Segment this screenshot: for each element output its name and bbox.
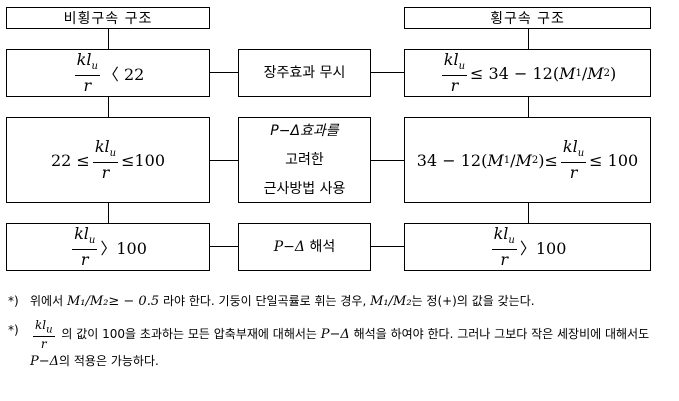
left-row3-box: klu r 〉100 [6,223,210,271]
connector-left-1-2 [108,96,109,118]
connector-row2-right [371,160,404,161]
header-unbraced-label: 비횡구속 구조 [63,11,153,27]
connector-row2-left [210,160,238,161]
left-row2-formula: 22 ≤ klu r ≤100 [50,137,166,182]
slenderness-fraction: klu r [560,137,587,182]
connector-row3-left [210,246,238,247]
middle-row3-label: P−Δ 해석 [273,238,336,255]
connector-left-header [108,28,109,50]
slenderness-fraction: klu r [92,137,119,182]
middle-row2-line3: 근사방법 사용 [263,180,346,197]
footnote-2-marker: *) [8,323,19,337]
header-braced-label: 횡구속 구조 [490,11,565,27]
left-row1-relation: 〈 22 [102,65,145,84]
connector-right-header [528,28,529,50]
slenderness-fraction: klu r [74,50,100,95]
footnote-1-marker: *) [8,294,19,308]
middle-row1-label: 장주효과 무시 [263,64,346,81]
middle-row3-box: P−Δ 해석 [238,223,371,271]
connector-row3-right [371,246,404,247]
slenderness-fraction: klu r [491,224,517,269]
footnotes: *) 위에서 M₁/M₂≥ − 0.5 라야 한다. 기둥이 단일곡률로 휘는 … [8,290,672,373]
connector-right-2-3 [528,202,529,224]
right-row3-box: klu r 〉100 [404,223,651,271]
header-braced: 횡구속 구조 [404,7,651,29]
left-row1-box: klu r 〈 22 [6,49,210,97]
middle-row1-box: 장주효과 무시 [238,49,371,97]
header-unbraced: 비횡구속 구조 [6,7,210,29]
left-row1-formula: klu r 〈 22 [72,50,145,95]
connector-left-2-3 [108,202,109,224]
moment-ratio-condition: M₁/M₂≥ − 0.5 [66,294,160,309]
middle-row2-line2: 고려한 [285,151,324,168]
slenderness-fraction: klu r [441,50,468,95]
connector-row1-left [210,72,238,73]
middle-row2-box: P−Δ효과를 고려한 근사방법 사용 [238,117,371,203]
footnote-2: *) klu r 의 값이 100을 초과하는 모든 압축부재에 대해서는 P−… [8,318,650,370]
connector-right-1-2 [528,96,529,118]
moment-ratio: M₁/M₂ [370,294,412,309]
slenderness-fraction: klu r [72,224,98,269]
middle-row2-line1: P−Δ효과를 [270,122,339,139]
left-row2-box: 22 ≤ klu r ≤100 [6,117,210,203]
footnote-1: *) 위에서 M₁/M₂≥ − 0.5 라야 한다. 기둥이 단일곡률로 휘는 … [8,290,672,313]
connector-row1-right [371,72,404,73]
left-row3-formula: klu r 〉100 [72,224,147,269]
right-row3-formula: klu r 〉100 [491,224,567,269]
slenderness-fraction-inline: klu r [33,318,55,352]
